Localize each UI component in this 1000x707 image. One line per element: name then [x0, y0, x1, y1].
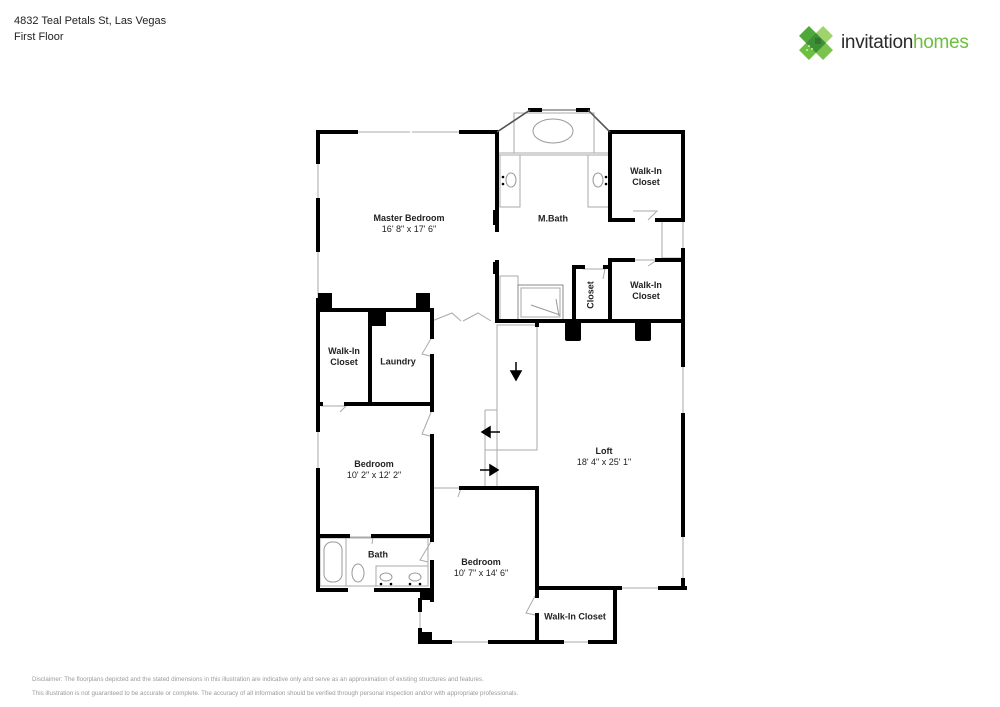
property-address: 4832 Teal Petals St, Las Vegas [14, 15, 167, 27]
disclaimer: Disclaimer: The floorplans depicted and … [32, 673, 518, 701]
room-bedroom-2: Bedroom 10' 7" x 14' 6" [453, 557, 509, 578]
floor-label: First Floor [14, 31, 64, 43]
invitation-homes-logo: invitationhomes. [797, 24, 997, 64]
room-bedroom-1: Bedroom 10' 2" x 12' 2" [346, 459, 402, 480]
room-closet: Closet [585, 281, 596, 309]
room-walk-in-closet-1: Walk-In Closet [630, 166, 662, 187]
disclaimer-line-2: This illustration is not guaranteed to b… [32, 690, 519, 697]
room-walk-in-closet-2: Walk-In Closet [630, 280, 662, 301]
room-master-bath: M.Bath [538, 213, 568, 224]
room-bath: Bath [368, 549, 388, 560]
clover-logo-icon [799, 26, 833, 60]
room-master-bedroom: Master Bedroom 16' 8" x 17' 6" [373, 213, 445, 234]
room-walk-in-closet-3: Walk-In Closet [328, 346, 360, 367]
room-loft: Loft 18' 4" x 25' 1" [576, 446, 632, 467]
disclaimer-line-1: Disclaimer: The floorplans depicted and … [32, 676, 484, 683]
logo-wordmark: invitationhomes. [841, 32, 970, 53]
room-laundry: Laundry [380, 356, 416, 367]
room-walk-in-closet-4: Walk-In Closet [544, 611, 606, 622]
property-header: 4832 Teal Petals St, Las Vegas First Flo… [14, 13, 166, 45]
